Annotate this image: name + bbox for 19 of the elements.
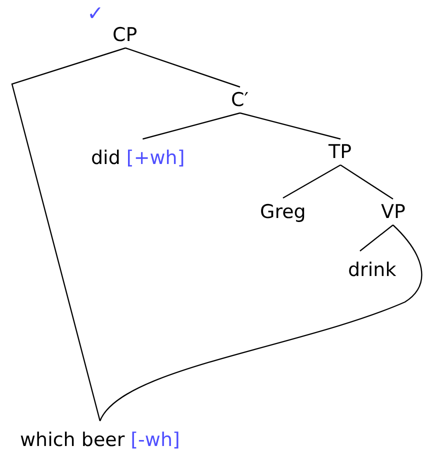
feature-label: [+wh] [126,147,185,169]
tree-branch [282,164,341,199]
tree-node-label: did [91,147,120,169]
tree-node-label: C′ [231,89,249,111]
tree-node-label: Greg [260,201,306,223]
feature-label: [-wh] [130,429,180,451]
tree-branch [125,47,240,88]
tree-branch [340,164,394,200]
tree-branch [240,112,341,140]
tree-node-label: CP [112,24,138,46]
tree-node-label: which beer [20,429,125,451]
tree-branch [100,224,422,422]
tree-node-label: drink [348,259,396,281]
tree-branch [360,224,394,252]
tree-branch [11,47,126,422]
checkmark-label: ✓ [87,3,104,23]
tree-node-label: TP [328,141,352,163]
tree-node-label: VP [381,201,406,223]
tree-branch [142,112,240,140]
